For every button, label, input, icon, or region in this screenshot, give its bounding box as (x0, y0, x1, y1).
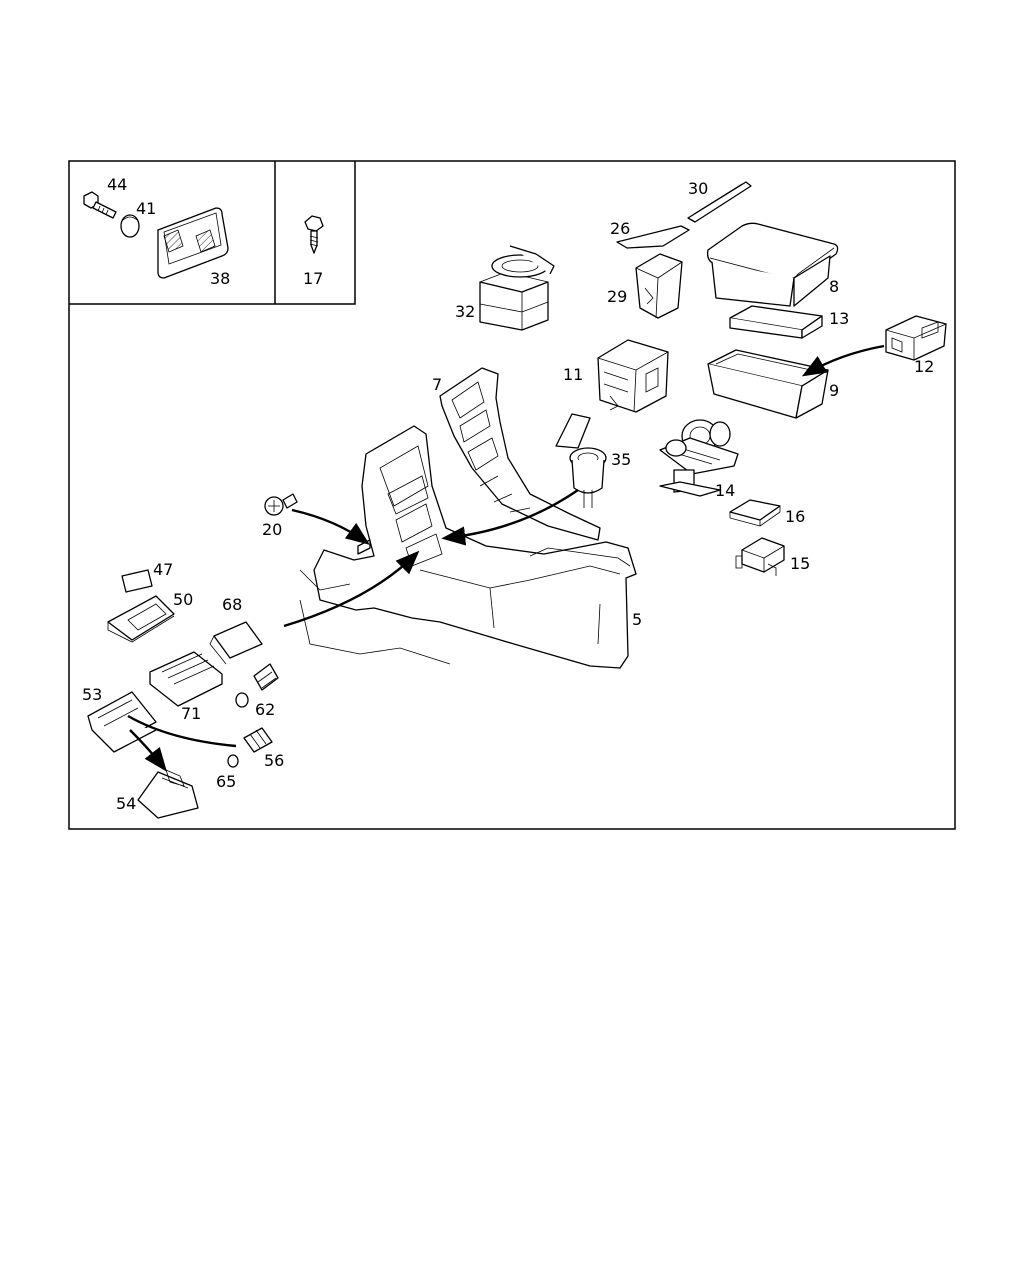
part-26-pad (616, 225, 690, 249)
part-9-storage-box (707, 349, 829, 419)
callout-53: 53 (82, 685, 102, 704)
part-29-bin (635, 253, 683, 319)
part-71-vent (149, 651, 223, 707)
arrow-68 (283, 550, 420, 628)
callout-26: 26 (610, 219, 630, 238)
callout-38: 38 (210, 269, 230, 288)
callout-56: 56 (264, 751, 284, 770)
callout-41: 41 (136, 199, 156, 218)
arrow-54 (129, 729, 167, 772)
part-41-cap (120, 214, 140, 238)
arrow-56 (127, 714, 237, 748)
inset-box-left (69, 161, 356, 305)
part-15-bracket (735, 537, 785, 576)
callout-7: 7 (432, 375, 442, 394)
callout-12: 12 (914, 357, 934, 376)
diagram-frame (68, 160, 956, 830)
callout-47: 47 (153, 560, 173, 579)
part-12-switch (885, 315, 947, 361)
callout-35: 35 (611, 450, 631, 469)
part-62-bulb-holder (235, 663, 279, 708)
part-68-panel (209, 621, 263, 665)
part-17-screw (304, 215, 324, 254)
part-20-screw (264, 493, 298, 516)
part-56-switch (243, 727, 273, 753)
part-38-mat (157, 207, 229, 279)
callout-71: 71 (181, 704, 201, 723)
arrow-35 (441, 489, 579, 546)
part-8-armrest-lid (706, 222, 839, 307)
callout-29: 29 (607, 287, 627, 306)
part-50-bezel (107, 595, 175, 643)
part-44-bolt (83, 191, 117, 219)
arrow-12 (801, 344, 885, 377)
arrow-20 (291, 508, 370, 545)
part-32-cup-holder (479, 245, 555, 331)
part-47-cover (121, 569, 153, 593)
callout-62: 62 (255, 700, 275, 719)
part-35-lighter (555, 413, 607, 508)
callout-5: 5 (632, 610, 642, 629)
part-7-trim-panel (439, 367, 601, 541)
callout-32: 32 (455, 302, 475, 321)
part-53-switch-housing (87, 691, 157, 753)
callout-54: 54 (116, 794, 136, 813)
callout-65: 65 (216, 772, 236, 791)
part-54-base (137, 769, 199, 819)
part-14-vent-assembly (659, 419, 739, 497)
callout-9: 9 (829, 381, 839, 400)
callout-15: 15 (790, 554, 810, 573)
part-16-pad (729, 499, 781, 527)
part-13-tray-insert (729, 305, 823, 339)
callout-8: 8 (829, 277, 839, 296)
part-65-bulb (227, 754, 239, 768)
callout-50: 50 (173, 590, 193, 609)
callout-16: 16 (785, 507, 805, 526)
callout-13: 13 (829, 309, 849, 328)
callout-11: 11 (563, 365, 583, 384)
part-11-ashtray-housing (597, 339, 669, 413)
callout-14: 14 (715, 481, 735, 500)
callout-30: 30 (688, 179, 708, 198)
callout-44: 44 (107, 175, 127, 194)
callout-68: 68 (222, 595, 242, 614)
callout-17: 17 (303, 269, 323, 288)
callout-20: 20 (262, 520, 282, 539)
part-30-trim-strip (687, 181, 752, 223)
